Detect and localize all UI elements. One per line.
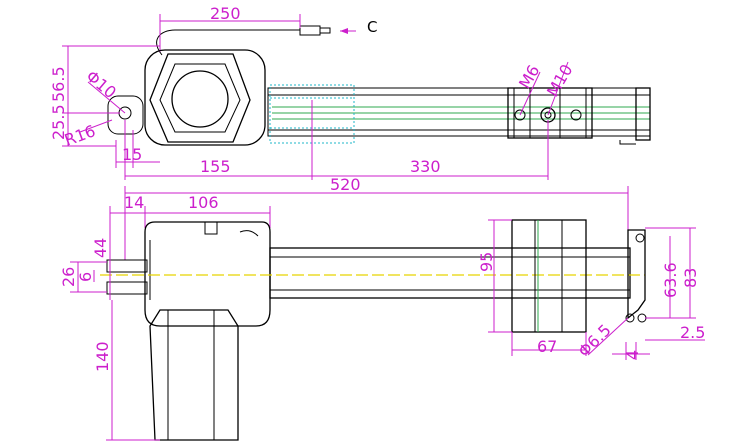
end-bracket-side (627, 229, 646, 320)
carriage-top (507, 87, 593, 139)
end-bracket-hole-bottom-2 (637, 313, 647, 323)
end-bracket-hole-top (635, 233, 645, 243)
motor-hex-outer (149, 53, 251, 143)
rear-clevis-side-lower (106, 281, 148, 295)
gearbox-screw-boss (204, 221, 218, 235)
cable-marker-label: C (367, 18, 377, 36)
rear-clevis-side-upper (106, 259, 148, 273)
dim-width-26: 26 (59, 267, 78, 287)
dim-cable-length: 250 (210, 4, 241, 23)
end-cap-top (635, 87, 651, 141)
motor-hex-inner (159, 63, 241, 133)
power-cable (156, 29, 300, 56)
dim-width-44: 44 (91, 238, 110, 258)
end-foot-top (619, 140, 636, 145)
dim-mount-height: 95 (477, 252, 496, 272)
carriage-hole-1 (514, 109, 526, 121)
dim-m10: M10 (543, 61, 577, 100)
dim-clevis-offset: 15 (122, 145, 142, 164)
leader-m6 (519, 71, 541, 116)
dim-offset: 25.5 (49, 104, 68, 140)
leader-m10 (547, 61, 569, 116)
dim-mount-width: 67 (537, 337, 557, 356)
dim-width-6: 6 (76, 272, 95, 282)
leader-radius (79, 119, 113, 133)
carriage-hole-2-inner (544, 111, 552, 119)
side-view: 520 14 106 (59, 175, 705, 441)
carriage-hole-3 (570, 109, 582, 121)
cable-marker-arrowhead (340, 28, 348, 34)
leader-hole-6-5 (587, 317, 629, 356)
leader-hole (87, 81, 126, 114)
dim-hole-6-5: Φ6.5 (574, 320, 614, 360)
dim-height-83: 83 (681, 268, 700, 288)
carriage-side (511, 219, 587, 333)
motor-circle (171, 70, 229, 128)
cable-plug (299, 25, 321, 36)
dim-4: 4 (623, 350, 642, 360)
dim-height-top: 56.5 (49, 66, 68, 102)
motor-body-side (149, 309, 239, 441)
dim-body-length: 155 (200, 157, 231, 176)
dim-total-length: 520 (330, 175, 361, 194)
dim-gearbox-length: 106 (188, 193, 219, 212)
dim-stroke: 330 (410, 157, 441, 176)
motor-housing-top (144, 49, 266, 146)
cable-plug-tip (319, 27, 331, 34)
end-bracket-hole-bottom (625, 313, 635, 323)
dim-motor-length: 140 (93, 341, 112, 372)
dim-height-63-6: 63.6 (661, 262, 680, 298)
dim-clevis-width: 14 (124, 193, 144, 212)
dim-2-5: 2.5 (680, 323, 705, 342)
gearbox-curve (239, 230, 259, 237)
outer-tube-side (269, 247, 631, 299)
top-view: C 250 (49, 4, 651, 180)
